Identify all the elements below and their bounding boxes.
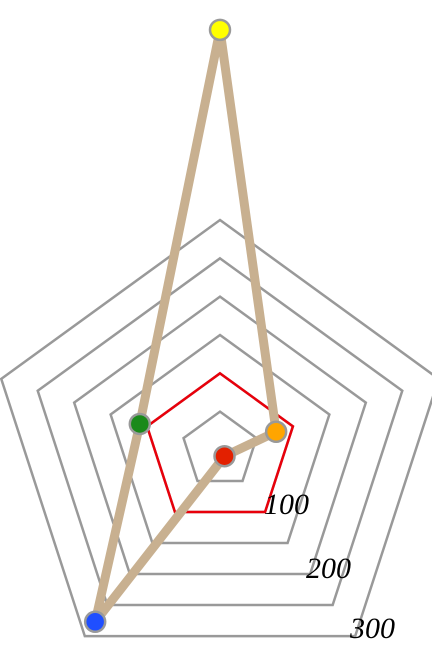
grid-ring-300 xyxy=(0,218,432,638)
reference-ring xyxy=(145,371,295,514)
tick-label-100: 100 xyxy=(264,488,309,521)
grid-ring-250 xyxy=(36,256,404,607)
grid-ring-200 xyxy=(72,295,368,576)
series-line-0 xyxy=(90,25,281,627)
data-point-axis-3 xyxy=(83,610,107,634)
radar-grid xyxy=(0,218,432,638)
grid-ring-50 xyxy=(182,410,258,483)
tick-label-200: 200 xyxy=(306,552,351,585)
data-point-axis-1 xyxy=(264,420,288,444)
data-point-axis-2 xyxy=(213,444,236,468)
series-layer xyxy=(83,18,288,634)
reference-polygon xyxy=(145,371,295,514)
tick-label-300: 300 xyxy=(349,612,395,645)
grid-ring-150 xyxy=(109,333,331,545)
tick-labels: 100 200 300 xyxy=(264,488,395,645)
data-point-axis-4 xyxy=(128,412,152,436)
data-point-axis-0 xyxy=(208,18,232,42)
